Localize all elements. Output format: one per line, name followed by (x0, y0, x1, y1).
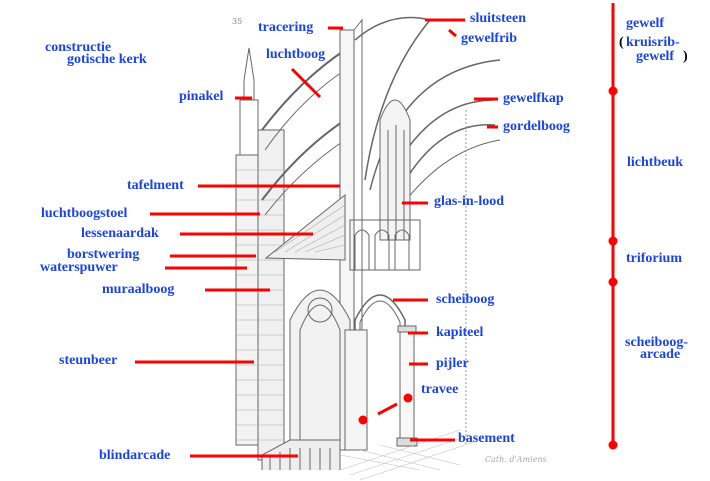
label-muraalboog: muraalboog (102, 282, 175, 297)
level-label-arcade-line1: scheiboog- (625, 335, 688, 350)
level-label-lichtbeuk: lichtbeuk (627, 155, 684, 170)
label-pijler: pijler (436, 356, 469, 371)
diagram-title-line2: gotische kerk (67, 52, 147, 67)
level-paren-open: ( (619, 35, 624, 50)
label-gewelfkap: gewelfkap (503, 91, 564, 106)
artist-signature: Cath. d'Amiens (485, 455, 547, 464)
label-lessenaardak: lessenaardak (81, 226, 159, 241)
level-label-arcade-line2: arcade (640, 347, 681, 362)
level-marker-triforium (608, 277, 618, 287)
label-luchtboogstoel: luchtboogstoel (41, 206, 128, 221)
label-luchtboog: luchtboog (266, 47, 326, 62)
page-number: 35 (232, 17, 243, 26)
label-kapiteel: kapiteel (436, 325, 484, 340)
label-waterspuwer: waterspuwer (40, 260, 118, 275)
level-marker-gewelf (608, 86, 618, 96)
label-scheiboog: scheiboog (436, 292, 495, 307)
level-marker-lichtbeuk (608, 236, 618, 246)
label-basement: basement (458, 431, 515, 446)
level-marker-arcade (608, 440, 618, 450)
label-pinakel: pinakel (179, 89, 224, 104)
level-label-gewelf-sub: gewelf (636, 49, 675, 64)
label-steunbeer: steunbeer (59, 353, 118, 368)
travee-point-left (358, 415, 368, 425)
label-glas-in-lood: glas-in-lood (434, 194, 505, 209)
level-label-gewelf: gewelf (626, 16, 665, 31)
label-borstwering: borstwering (67, 247, 140, 262)
leader-gewelfrib (448, 28, 457, 38)
label-blindarcade: blindarcade (99, 448, 171, 463)
leader-travee (377, 402, 398, 416)
leader-luchtboog (290, 67, 322, 99)
label-gewelfrib: gewelfrib (461, 31, 517, 46)
level-paren-close: ) (683, 49, 688, 64)
level-label-kruisrib: kruisrib- (626, 35, 680, 50)
label-tracering: tracering (258, 20, 314, 35)
label-tafelment: tafelment (127, 178, 184, 193)
label-gordelboog: gordelboog (503, 119, 570, 134)
label-sluitsteen: sluitsteen (470, 11, 526, 26)
label-travee: travee (421, 382, 459, 397)
level-label-triforium: triforium (626, 251, 682, 266)
travee-point-right (403, 393, 413, 403)
diagram-title-line1: constructie (45, 40, 112, 55)
